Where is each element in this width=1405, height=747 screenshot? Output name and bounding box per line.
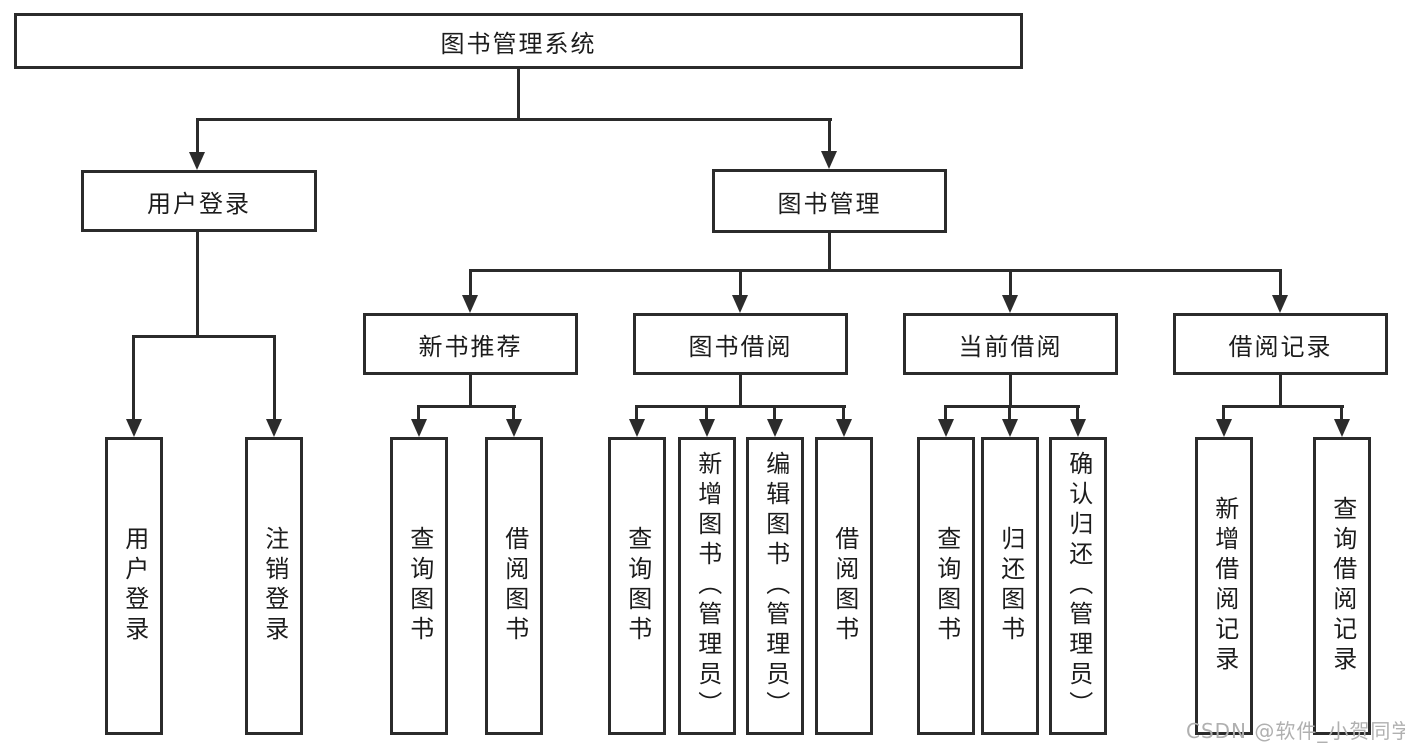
connector [196,118,199,154]
leaf-query-book-current: 查询图书 [917,437,975,735]
arrowhead-icon [1070,419,1086,437]
node-label: 新增借阅记录 [1210,496,1239,676]
connector [773,405,776,421]
node-label: 查询图书 [932,526,961,646]
connector [132,335,135,421]
connector [944,405,947,421]
connector [1340,405,1343,421]
arrowhead-icon [699,419,715,437]
connector [273,335,276,421]
arrowhead-icon [126,419,142,437]
leaf-user-login: 用户登录 [105,437,163,735]
leaf-query-book-recommend: 查询图书 [390,437,448,735]
node-label: 借阅图书 [830,526,859,646]
node-label: 新增图书（管理员） [693,451,722,721]
node-root-system: 图书管理系统 [14,13,1023,69]
leaf-add-book-admin: 新增图书（管理员） [678,437,736,735]
arrowhead-icon [1002,295,1018,313]
leaf-query-borrow-record: 查询借阅记录 [1313,437,1371,735]
leaf-borrow-book-recommend: 借阅图书 [485,437,543,735]
connector [417,405,420,421]
arrowhead-icon [938,419,954,437]
connector [512,405,515,421]
node-label: 用户登录 [147,189,251,218]
leaf-logout: 注销登录 [245,437,303,735]
connector [828,233,831,272]
connector [196,232,199,338]
connector [739,269,742,297]
arrowhead-icon [732,295,748,313]
node-user-login: 用户登录 [81,170,317,232]
connector [635,405,846,408]
arrowhead-icon [1334,419,1350,437]
arrowhead-icon [767,419,783,437]
node-label: 借阅记录 [1228,332,1333,361]
arrowhead-icon [1272,295,1288,313]
arrowhead-icon [411,419,427,437]
node-label: 图书管理 [777,189,882,218]
arrowhead-icon [189,152,205,170]
leaf-return-book: 归还图书 [981,437,1039,735]
arrowhead-icon [266,419,282,437]
leaf-add-borrow-record: 新增借阅记录 [1195,437,1253,735]
connector [517,69,520,119]
node-book-management: 图书管理 [712,169,947,233]
connector [1009,375,1012,408]
node-borrow-record: 借阅记录 [1173,313,1388,375]
connector [469,269,472,297]
csdn-watermark: CSDN @软件_小贺同学 [1186,719,1405,743]
node-label: 确认归还（管理员） [1064,451,1093,721]
node-label: 归还图书 [996,526,1025,646]
node-label: 查询图书 [405,526,434,646]
arrowhead-icon [1216,419,1232,437]
leaf-query-book-borrow: 查询图书 [608,437,666,735]
arrowhead-icon [821,151,837,169]
connector [1279,269,1282,297]
arrowhead-icon [1002,419,1018,437]
connector [417,405,516,408]
arrowhead-icon [506,419,522,437]
node-label: 查询图书 [623,526,652,646]
connector [196,118,832,121]
connector [635,405,638,421]
connector [1009,269,1012,297]
node-label: 用户登录 [120,526,149,646]
connector [1076,405,1079,421]
connector [944,405,1080,408]
node-book-borrow: 图书借阅 [633,313,848,375]
node-label: 查询借阅记录 [1328,496,1357,676]
node-label: 图书借阅 [688,332,793,361]
connector [1222,405,1225,421]
node-label: 注销登录 [260,526,289,646]
node-label: 编辑图书（管理员） [761,451,790,721]
node-label: 借阅图书 [500,526,529,646]
leaf-edit-book-admin: 编辑图书（管理员） [746,437,804,735]
connector [842,405,845,421]
arrowhead-icon [629,419,645,437]
node-new-book-recommend: 新书推荐 [363,313,578,375]
connector [705,405,708,421]
node-current-borrow: 当前借阅 [903,313,1118,375]
node-label: 新书推荐 [418,332,523,361]
leaf-confirm-return-admin: 确认归还（管理员） [1049,437,1107,735]
connector [132,335,276,338]
connector [1008,405,1011,421]
connector [1279,375,1282,408]
node-label: 图书管理系统 [440,29,597,58]
arrowhead-icon [836,419,852,437]
connector [1222,405,1344,408]
connector [469,269,1282,272]
arrowhead-icon [462,295,478,313]
node-label: 当前借阅 [958,332,1063,361]
leaf-borrow-book: 借阅图书 [815,437,873,735]
connector [469,375,472,408]
connector [739,375,742,408]
connector [828,118,831,154]
